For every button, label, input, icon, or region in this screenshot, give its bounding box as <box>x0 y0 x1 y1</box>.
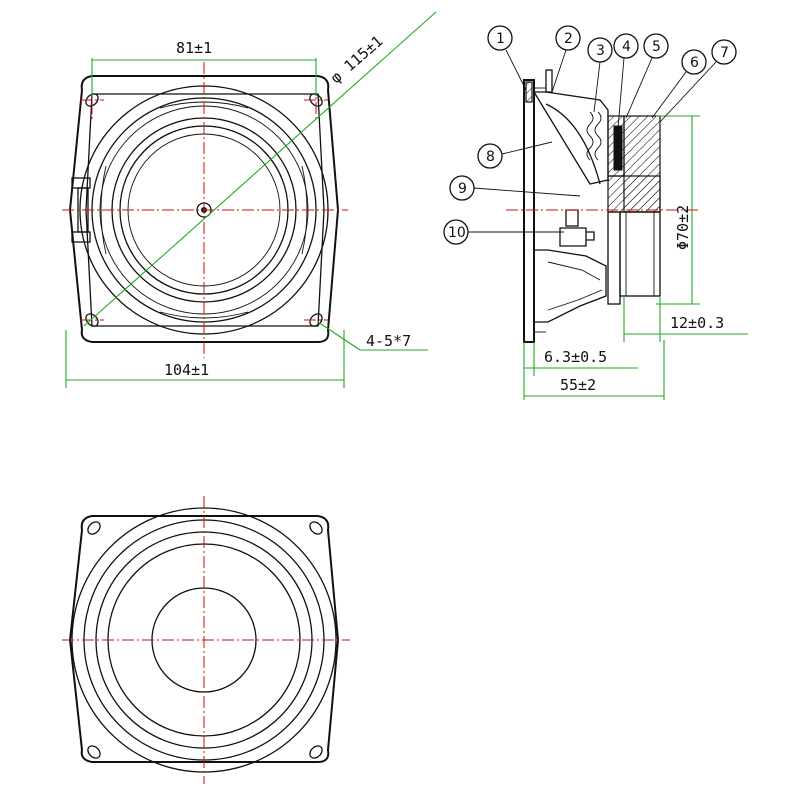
mount-hole <box>309 745 323 759</box>
front-frame <box>68 75 340 343</box>
balloon-2: 2 <box>551 25 581 93</box>
side-section-view: Φ70±2 12±0.3 6.3±0.5 55±2 1 <box>443 25 748 400</box>
label-overall-depth: 55±2 <box>560 376 596 394</box>
balloon-8: 8 <box>477 141 553 169</box>
label-magnet-diameter: Φ70±2 <box>674 205 692 250</box>
terminal-lug <box>559 227 595 247</box>
mount-hole <box>85 313 99 327</box>
mount-hole <box>87 745 101 759</box>
mount-hole <box>309 93 323 107</box>
balloon-10: 10 <box>443 219 564 245</box>
svg-text:7: 7 <box>720 45 729 61</box>
mount-holes <box>85 93 323 327</box>
pole-piece <box>607 175 661 213</box>
svg-text:9: 9 <box>458 181 467 197</box>
dim-overall-depth: 55±2 <box>523 340 665 400</box>
svg-text:4: 4 <box>622 39 631 55</box>
svg-text:6: 6 <box>690 55 699 71</box>
cone-upper <box>545 103 601 185</box>
svg-text:5: 5 <box>652 39 661 55</box>
rear-mount-holes <box>87 521 323 759</box>
lead-wire <box>565 209 579 227</box>
part-balloons: 1 2 3 4 5 <box>443 25 737 245</box>
label-mount-holes: 4-5*7 <box>366 332 411 350</box>
magnet-ring <box>613 125 623 171</box>
balloon-7: 7 <box>659 39 737 123</box>
label-frame-width: 104±1 <box>164 361 209 379</box>
label-diameter-115: φ 115±1 <box>327 32 387 87</box>
svg-text:8: 8 <box>486 149 495 165</box>
svg-text:1: 1 <box>496 31 505 47</box>
balloon-9: 9 <box>449 175 581 201</box>
balloon-5: 5 <box>625 33 669 119</box>
svg-text:10: 10 <box>448 225 466 241</box>
dim-mount-holes: 4-5*7 <box>317 321 428 351</box>
rear-view <box>62 496 350 784</box>
balloon-3: 3 <box>587 37 613 113</box>
cone-wave <box>586 111 594 161</box>
basket-upper <box>532 91 609 185</box>
dim-magnet-depth: 12±0.3 <box>623 296 748 342</box>
mount-hole <box>85 93 99 107</box>
dim-flange: 6.3±0.5 <box>523 342 638 376</box>
rear-frame <box>68 515 340 763</box>
front-view: 81±1 φ 115±1 104±1 4-5*7 <box>62 11 437 388</box>
dim-diameter-115: φ 115±1 <box>83 11 437 327</box>
label-flange: 6.3±0.5 <box>544 348 607 366</box>
dim-hole-spacing: 81±1 <box>91 39 317 96</box>
spider-wave <box>594 111 602 161</box>
front-flange <box>523 79 535 343</box>
label-magnet-depth: 12±0.3 <box>670 314 724 332</box>
balloon-6: 6 <box>651 49 707 119</box>
balloon-1: 1 <box>487 25 527 91</box>
dim-frame-width: 104±1 <box>65 330 345 388</box>
mount-hole <box>87 521 101 535</box>
balloon-4: 4 <box>613 33 639 129</box>
svg-text:2: 2 <box>564 31 573 47</box>
basket-lower <box>534 249 607 323</box>
svg-text:3: 3 <box>596 43 605 59</box>
gasket <box>525 81 533 103</box>
dim-magnet-diameter: Φ70±2 <box>656 115 700 305</box>
label-hole-spacing: 81±1 <box>176 39 212 57</box>
mount-hole <box>309 521 323 535</box>
